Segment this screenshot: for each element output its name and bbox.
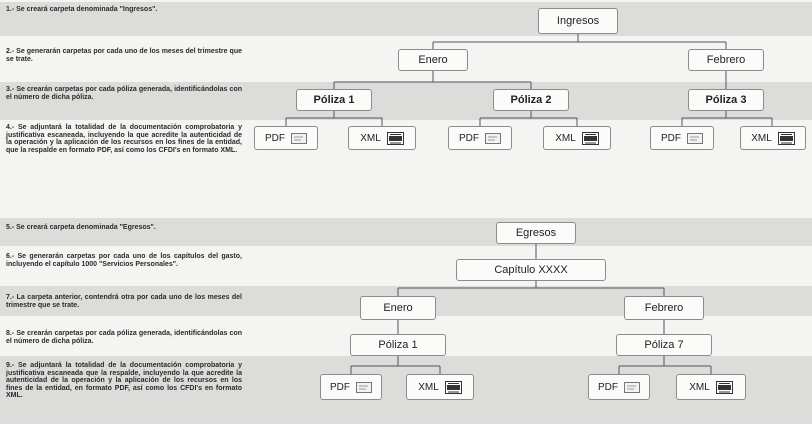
band-row-1	[0, 2, 812, 36]
folder-ingresos: Ingresos	[538, 8, 618, 34]
file-type-label: PDF	[330, 381, 350, 393]
folder-ingresos-label: Ingresos	[556, 15, 600, 27]
folder-label: Febrero	[706, 54, 746, 66]
xml-file-icon	[777, 131, 795, 145]
xml-file-icon	[444, 380, 462, 394]
file-type-label: PDF	[661, 132, 681, 144]
file-pdf: PDF	[588, 374, 650, 400]
step-9-text: 9.- Se adjuntará la totalidad de la docu…	[6, 362, 242, 400]
file-type-label: XML	[751, 132, 772, 144]
folder-label: Póliza 3	[705, 94, 747, 106]
xml-file-icon	[386, 131, 404, 145]
folder-label: Capítulo XXXX	[494, 264, 568, 276]
file-type-label: PDF	[265, 132, 285, 144]
pdf-file-icon	[687, 132, 703, 144]
folder-ingresos-febrero: Febrero	[688, 49, 764, 71]
folder-label: Póliza 2	[510, 94, 552, 106]
file-xml: XML	[543, 126, 611, 150]
pdf-file-icon	[356, 381, 372, 393]
folder-label: Enero	[418, 54, 448, 66]
folder-label: Póliza 1	[313, 94, 355, 106]
folder-label: Póliza 7	[644, 339, 684, 351]
folder-label: Póliza 1	[378, 339, 418, 351]
file-xml: XML	[348, 126, 416, 150]
pdf-file-icon	[291, 132, 307, 144]
xml-file-icon	[581, 131, 599, 145]
file-pdf: PDF	[650, 126, 714, 150]
step-5-text: 5.- Se creará carpeta denominada "Egreso…	[6, 224, 156, 231]
file-type-label: XML	[689, 381, 710, 393]
band-row-3	[0, 82, 812, 120]
step-2-text: 2.- Se generarán carpetas por cada uno d…	[6, 48, 242, 63]
folder-egresos-poliza-1: Póliza 1	[350, 334, 446, 356]
step-8-text: 8.- Se crearán carpetas por cada póliza …	[6, 330, 242, 345]
xml-file-icon	[715, 380, 733, 394]
step-6-text: 6.- Se generarán carpetas por cada uno d…	[6, 253, 242, 268]
folder-ingresos-enero: Enero	[398, 49, 468, 71]
file-pdf: PDF	[320, 374, 382, 400]
file-pdf: PDF	[448, 126, 512, 150]
pdf-file-icon	[624, 381, 640, 393]
file-type-label: XML	[555, 132, 576, 144]
folder-label: Enero	[383, 302, 413, 314]
folder-egresos-febrero: Febrero	[624, 296, 704, 320]
pdf-file-icon	[485, 132, 501, 144]
file-xml: XML	[676, 374, 746, 400]
folder-egresos-label: Egresos	[515, 227, 557, 239]
file-type-label: XML	[418, 381, 439, 393]
step-7-text: 7.- La carpeta anterior, contendrá otra …	[6, 294, 242, 309]
folder-egresos: Egresos	[496, 222, 576, 244]
folder-egresos-enero: Enero	[360, 296, 436, 320]
step-1-text: 1.- Se creará carpeta denominada "Ingres…	[6, 6, 158, 13]
file-type-label: PDF	[459, 132, 479, 144]
folder-poliza-2: Póliza 2	[493, 89, 569, 111]
band-row-5	[0, 218, 812, 246]
folder-egresos-poliza-7: Póliza 7	[616, 334, 712, 356]
file-type-label: PDF	[598, 381, 618, 393]
file-pdf: PDF	[254, 126, 318, 150]
file-type-label: XML	[360, 132, 381, 144]
step-3-text: 3.- Se crearán carpetas por cada póliza …	[6, 86, 242, 101]
folder-label: Febrero	[644, 302, 684, 314]
folder-poliza-1: Póliza 1	[296, 89, 372, 111]
file-xml: XML	[740, 126, 806, 150]
folder-poliza-3: Póliza 3	[688, 89, 764, 111]
folder-capitulo: Capítulo XXXX	[456, 259, 606, 281]
file-xml: XML	[406, 374, 474, 400]
step-4-text: 4.- Se adjuntará la totalidad de la docu…	[6, 124, 242, 154]
